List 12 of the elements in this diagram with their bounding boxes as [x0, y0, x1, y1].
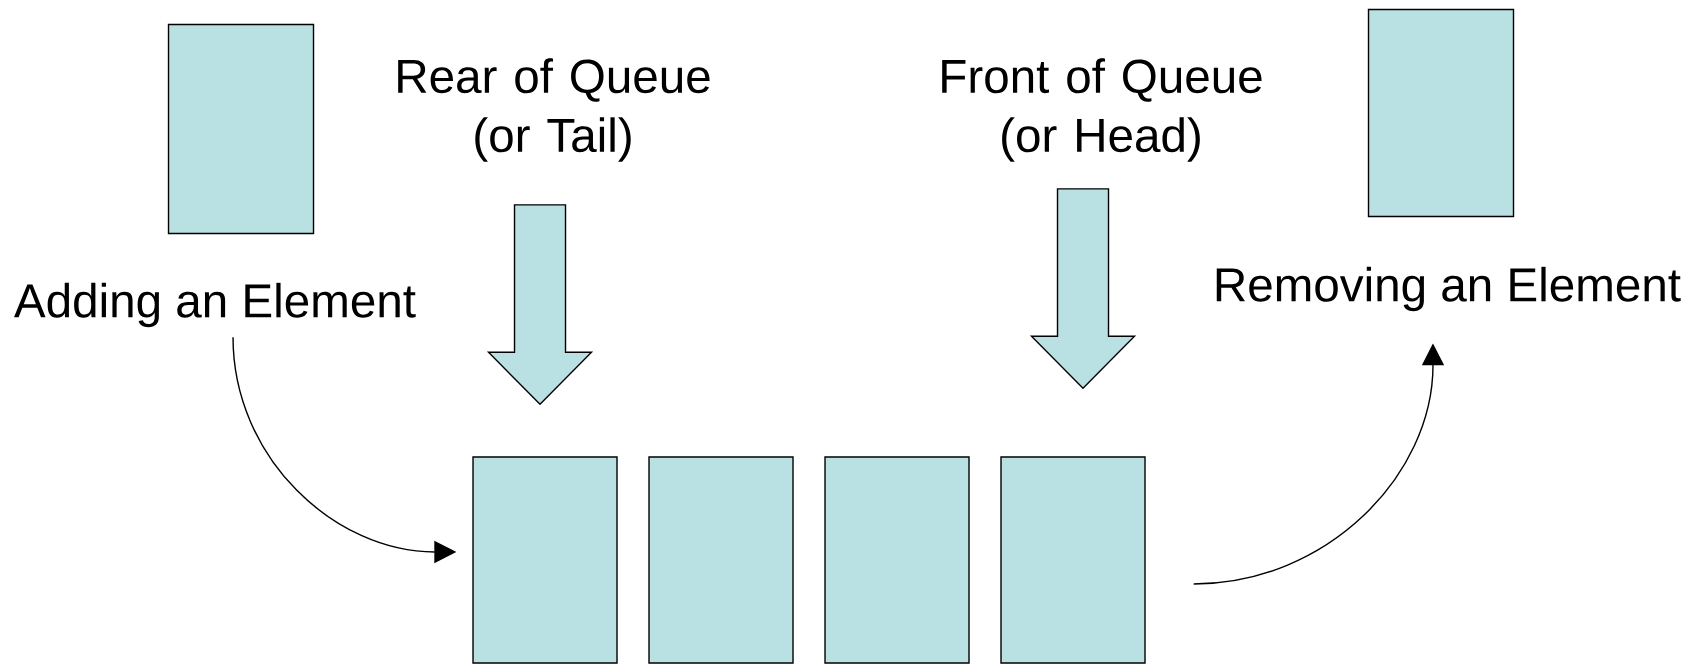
element-box	[472, 456, 618, 664]
element-box	[648, 456, 794, 664]
element-box	[167, 23, 315, 235]
label-text: Removing an Element	[1216, 266, 1681, 312]
block-arrow	[1029, 188, 1137, 390]
element-box	[1000, 456, 1146, 664]
element-box	[1367, 8, 1515, 218]
label-text: Rear of Queue (or Tail)	[398, 58, 710, 162]
label-text: Adding an Element	[14, 282, 416, 328]
label-text: Front of Queue (or Head)	[942, 58, 1262, 162]
element-box	[824, 456, 970, 664]
block-arrow	[486, 204, 594, 406]
